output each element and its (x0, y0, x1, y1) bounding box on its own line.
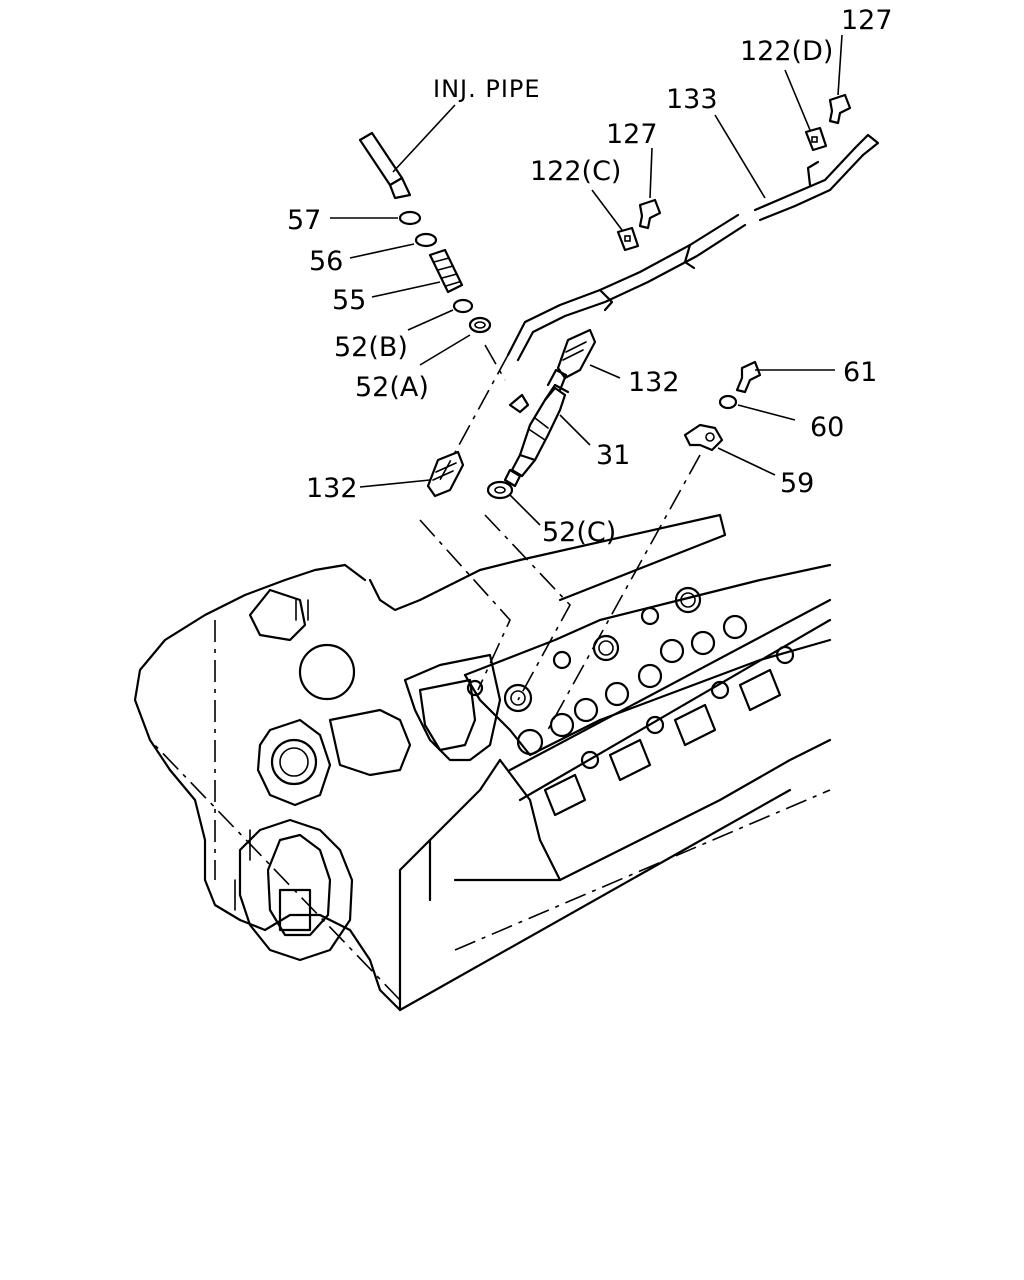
connector-132-upper (556, 328, 597, 380)
label-52b: 52(B) (334, 332, 408, 363)
bolt-61 (735, 360, 762, 394)
bolt-127-left (638, 198, 662, 230)
engine-block (133, 513, 832, 1012)
label-132-lower: 132 (306, 473, 358, 504)
label-127-left: 127 (606, 119, 658, 150)
label-57: 57 (287, 205, 321, 236)
leak-off-pipe-133 (439, 133, 880, 481)
assembly-lines (419, 454, 701, 736)
label-56: 56 (309, 246, 343, 277)
leader-lines (330, 34, 843, 526)
clip-122d (804, 126, 828, 152)
washer-52c (486, 480, 514, 500)
clip-122c (616, 226, 640, 252)
injection-pipe-fittings (358, 131, 506, 381)
label-31: 31 (596, 440, 630, 471)
washer-60 (718, 394, 738, 410)
label-55: 55 (332, 285, 366, 316)
label-122d: 122(D) (740, 36, 833, 67)
label-61: 61 (843, 357, 877, 388)
clamp-59 (683, 423, 724, 452)
label-52c: 52(C) (542, 517, 616, 548)
label-133: 133 (666, 84, 718, 115)
label-59: 59 (780, 468, 814, 499)
label-60: 60 (810, 412, 844, 443)
bolt-127-right (828, 93, 852, 125)
label-122c: 122(C) (530, 156, 621, 187)
label-127-right: 127 (841, 5, 893, 36)
label-132-upper: 132 (628, 367, 680, 398)
connector-132-lower (426, 450, 465, 498)
label-inj-pipe: INJ. PIPE (433, 75, 541, 103)
injector-31 (503, 368, 570, 488)
label-52a: 52(A) (355, 372, 429, 403)
